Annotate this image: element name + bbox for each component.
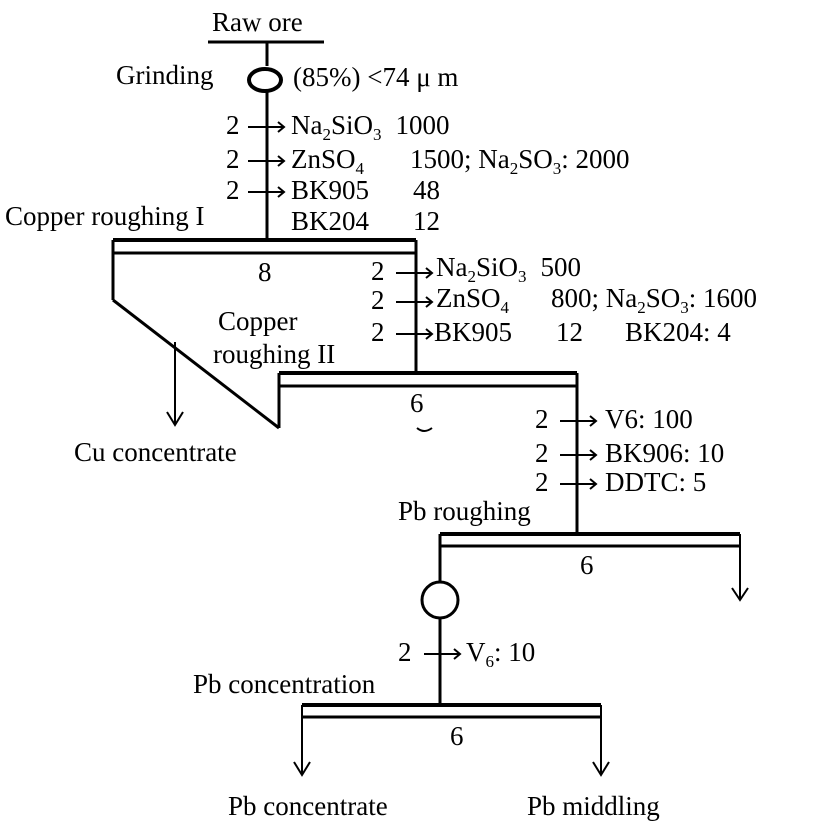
- reagent-arrow-icon: [248, 155, 286, 167]
- pb-reagent-1-minutes: 2: [535, 404, 549, 434]
- reagent-arrow-icon: [560, 478, 598, 490]
- pb-roughing-label: Pb roughing: [398, 496, 531, 526]
- grinding-spec: (85%) <74 μ m: [293, 62, 458, 92]
- pb-reagent-2: BK906: 10: [605, 438, 724, 468]
- reagent-arrow-icon: [248, 186, 286, 198]
- copper-roughing-1-label: Copper roughing I: [5, 201, 204, 231]
- pb-reagent-3: DDTC: 5: [605, 467, 706, 497]
- reagent-arrow-icon: [396, 328, 434, 340]
- pb-roughing-time: 6: [580, 550, 594, 580]
- arrow-down-icon: [166, 411, 184, 427]
- cr2-reagent-1-minutes: 2: [371, 256, 385, 286]
- pb-reagent-1: V6: 100: [605, 404, 693, 434]
- cr1-time: 8: [258, 257, 272, 287]
- pb-concentration-label: Pb concentration: [193, 669, 376, 699]
- grinding-mill-icon: [247, 67, 283, 93]
- raw-ore-label: Raw ore: [212, 7, 303, 37]
- pbc-reagent-1: V6: 10: [466, 637, 535, 671]
- cr2-reagent-2-minutes: 2: [371, 285, 385, 315]
- copper-roughing-2-label-line1: Copper: [218, 306, 297, 336]
- tick-mark: [416, 427, 433, 432]
- pbc-reagent-1-minutes: 2: [398, 637, 412, 667]
- cr2-reagent-3-minutes: 2: [371, 317, 385, 347]
- cu-concentrate-label: Cu concentrate: [74, 437, 237, 467]
- reagent-arrow-icon: [560, 415, 598, 427]
- arrow-down-icon: [293, 761, 311, 777]
- cr1-reagent-2-minutes: 2: [226, 144, 240, 174]
- arrow-down-icon: [592, 761, 610, 777]
- pb-reagent-3-minutes: 2: [535, 467, 549, 497]
- grinding-label: Grinding: [116, 60, 214, 90]
- cr1-reagent-1-minutes: 2: [226, 110, 240, 140]
- copper-roughing-2-label-line2: roughing II: [213, 339, 335, 369]
- cr2-cell-diagonal: [112, 298, 280, 430]
- pb-concentrate-label: Pb concentrate: [228, 791, 388, 821]
- reagent-arrow-icon: [248, 121, 286, 133]
- reagent-arrow-icon: [396, 267, 434, 279]
- regrind-mill-icon: [420, 580, 460, 620]
- reagent-arrow-icon: [424, 648, 462, 660]
- pb-reagent-2-minutes: 2: [535, 438, 549, 468]
- pb-concentration-time: 6: [450, 721, 464, 751]
- pb-middling-label: Pb middling: [527, 791, 660, 821]
- cr1-reagent-3-minutes: 2: [226, 175, 240, 205]
- cr2-time: 6: [410, 388, 424, 418]
- reagent-arrow-icon: [396, 296, 434, 308]
- arrow-down-icon: [731, 587, 749, 602]
- reagent-arrow-icon: [560, 449, 598, 461]
